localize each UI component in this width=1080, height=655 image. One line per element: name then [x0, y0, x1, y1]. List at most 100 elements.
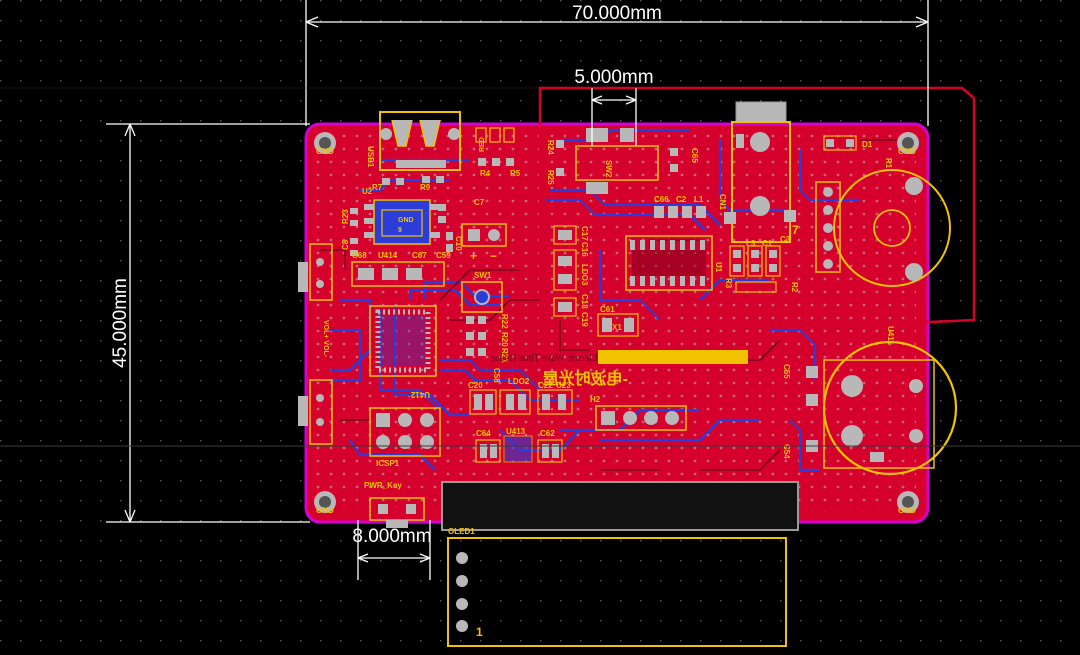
- label-c18: C18: [580, 294, 589, 309]
- usb-connector[interactable]: [379, 111, 461, 171]
- keepout-outline: [538, 86, 976, 342]
- u412-mcu[interactable]: [369, 305, 437, 377]
- label-oled-pin1: 1: [476, 625, 483, 639]
- dimension-width[interactable]: [305, 0, 929, 126]
- u413-chip[interactable]: [475, 435, 563, 463]
- label-c3: C3: [780, 235, 791, 244]
- label-gnd-br: GND: [898, 506, 916, 515]
- label-r7: R7: [372, 183, 383, 192]
- label-gnd-tl: GND: [316, 147, 334, 156]
- ldo2-group[interactable]: [469, 389, 573, 415]
- sw1-switch[interactable]: [461, 281, 503, 313]
- label-r2: R2: [790, 282, 799, 293]
- label-num9: 9: [398, 227, 402, 234]
- label-c7: C7: [474, 198, 485, 207]
- label-c67: C67: [412, 251, 427, 260]
- label-x1: X1: [612, 323, 622, 332]
- label-vol: VOL+ VOL-: [322, 320, 329, 358]
- label-c62: C62: [540, 429, 555, 438]
- h2-header[interactable]: [595, 405, 687, 431]
- label-c55: C55: [782, 364, 791, 379]
- dimension-spacing-bottom-label: 8.000mm: [352, 526, 431, 547]
- u411-encoder[interactable]: [806, 340, 958, 476]
- cn1-connector[interactable]: [724, 101, 796, 243]
- label-red: RED: [479, 137, 486, 152]
- u414-chip[interactable]: [351, 261, 445, 287]
- oled-fpc-connector[interactable]: [441, 481, 799, 531]
- label-u411: U411: [886, 326, 895, 345]
- vol-button-top[interactable]: [298, 243, 333, 301]
- label-r20: R20: [500, 332, 509, 347]
- label-r9: R9: [420, 183, 431, 192]
- led-resistor-group[interactable]: [475, 127, 515, 166]
- mounting-holes: [314, 132, 919, 513]
- label-icsp1: ICSP1: [376, 459, 400, 468]
- label-c23: C23: [556, 381, 571, 390]
- label-c8: C8: [341, 239, 350, 250]
- dimension-spacing-top[interactable]: [591, 88, 637, 146]
- label-ldo2: LDO2: [508, 377, 530, 386]
- label-d1: D1: [862, 140, 873, 149]
- label-u414: U414: [378, 251, 398, 260]
- dimension-width-label: 70.000mm: [572, 3, 662, 24]
- r1-potentiometer[interactable]: [815, 169, 951, 287]
- sw2-side-pads: [556, 140, 678, 176]
- ldo3-column[interactable]: [553, 225, 577, 317]
- label-sw1: SW1: [474, 271, 492, 280]
- label-c1: C1: [762, 239, 773, 248]
- label-c61: C61: [600, 305, 615, 314]
- banner-plate: [598, 350, 748, 364]
- x1-crystal[interactable]: [597, 313, 639, 337]
- label-c19: C19: [580, 312, 589, 327]
- label-c22: C22: [538, 381, 553, 390]
- label-minus: −: [490, 249, 497, 263]
- vol-button-bottom[interactable]: [298, 379, 333, 445]
- banner-chinese: -电波时光屋: [543, 369, 628, 388]
- label-u413: U413: [506, 427, 526, 436]
- label-c58: C58: [492, 368, 501, 383]
- label-gnd-u2: GND: [398, 217, 414, 224]
- smd-pads-top-left: [350, 176, 453, 256]
- label-h2: H2: [590, 395, 601, 404]
- dimension-height-label: 45.000mm: [110, 278, 131, 368]
- banner-english: Electric Wave Time House: [490, 353, 598, 364]
- guide-lines: [0, 87, 1080, 447]
- label-oled1: OLED1: [448, 527, 475, 536]
- u2-chip[interactable]: [364, 199, 440, 245]
- c66-c2-l1-pads: [654, 206, 706, 218]
- mounting-hole-br: [897, 491, 919, 513]
- u1-pins: [630, 240, 705, 286]
- label-pwr-key: PWR_Key: [364, 481, 402, 490]
- label-l1: L1: [694, 195, 704, 204]
- label-u1: U1: [714, 262, 723, 273]
- label-ldo3: LDO3: [580, 264, 589, 286]
- l3-c1-c3-group[interactable]: [729, 245, 781, 293]
- dimension-spacing-bottom[interactable]: [357, 520, 431, 580]
- label-r25: R25: [546, 170, 555, 185]
- label-r23: R23: [341, 209, 350, 224]
- label-r1: R1: [884, 158, 893, 169]
- oled-footprint[interactable]: [447, 537, 787, 647]
- mounting-hole-tr: [897, 132, 919, 154]
- label-r22: R22: [500, 314, 509, 329]
- label-num7: 7: [792, 223, 799, 237]
- dimension-height[interactable]: [106, 123, 310, 523]
- d1-diode[interactable]: [823, 135, 857, 151]
- pwr-key-button[interactable]: [369, 497, 425, 528]
- label-c65: C65: [690, 148, 699, 163]
- mounting-hole-tl: [314, 132, 336, 154]
- label-usb1: USB1: [366, 146, 375, 168]
- label-c59: C59: [436, 251, 451, 260]
- label-c17: C17: [580, 226, 589, 241]
- u1-chip[interactable]: [625, 235, 713, 291]
- label-plus: +: [470, 249, 477, 263]
- c7-connector[interactable]: [461, 223, 507, 247]
- label-r24: R24: [546, 140, 555, 155]
- label-c2: C2: [676, 195, 687, 204]
- label-gnd-tr: GND: [898, 147, 916, 156]
- label-gnd-bl: GND: [316, 506, 334, 515]
- label-l3: L3: [746, 239, 756, 248]
- mounting-hole-bl: [314, 491, 336, 513]
